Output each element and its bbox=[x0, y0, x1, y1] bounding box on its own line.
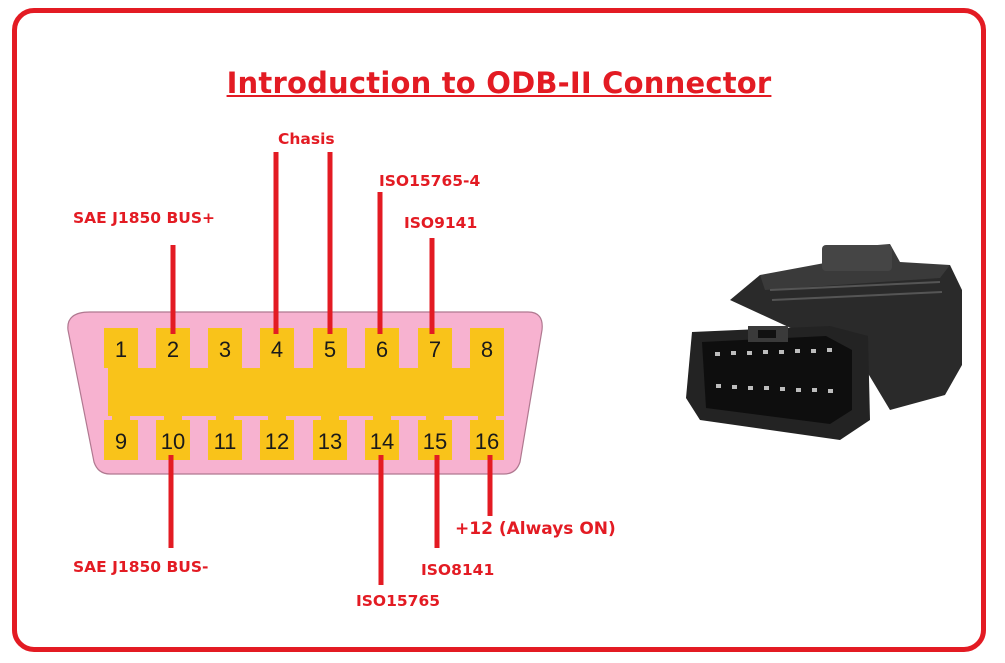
pin-pad-2 bbox=[156, 328, 190, 368]
pin-number-16: 16 bbox=[475, 429, 499, 454]
label-iso15765-4: ISO15765-4 bbox=[379, 172, 481, 190]
pin-neck-14 bbox=[373, 414, 391, 422]
pin-neck-10 bbox=[164, 414, 182, 422]
label-lines bbox=[168, 152, 493, 585]
pin-number-13: 13 bbox=[318, 429, 342, 454]
pin-neck-16 bbox=[478, 414, 496, 422]
pin-neck-13 bbox=[321, 414, 339, 422]
label-sae-j1850-bus-plus: SAE J1850 BUS+ bbox=[73, 209, 215, 227]
pin-number-9: 9 bbox=[115, 429, 127, 454]
pin-number-4: 4 bbox=[271, 337, 283, 362]
pin-number-6: 6 bbox=[376, 337, 388, 362]
pin-neck-9 bbox=[112, 414, 130, 422]
pin-pad-4 bbox=[260, 328, 294, 368]
label-iso8141: ISO8141 bbox=[421, 561, 495, 579]
pin-number-3: 3 bbox=[219, 337, 231, 362]
pin-pad-14 bbox=[365, 420, 399, 460]
pin-neck-2 bbox=[164, 366, 182, 374]
pin-pad-13 bbox=[313, 420, 347, 460]
label-plus12-always-on: +12 (Always ON) bbox=[455, 519, 616, 539]
pin-number-5: 5 bbox=[324, 337, 336, 362]
pin-neck-15 bbox=[426, 414, 444, 422]
label-iso15765: ISO15765 bbox=[356, 592, 441, 610]
pin-number-12: 12 bbox=[265, 429, 289, 454]
pin-neck-1 bbox=[112, 366, 130, 374]
pin-pad-15 bbox=[418, 420, 452, 460]
pin-number-1: 1 bbox=[115, 337, 127, 362]
pin-pad-16 bbox=[470, 420, 504, 460]
pin-pad-6 bbox=[365, 328, 399, 368]
pin-neck-11 bbox=[216, 414, 234, 422]
pin-neck-7 bbox=[426, 366, 444, 374]
label-iso9141: ISO9141 bbox=[404, 214, 478, 232]
pin-number-8: 8 bbox=[481, 337, 493, 362]
pin-number-7: 7 bbox=[429, 337, 441, 362]
pin-number-15: 15 bbox=[423, 429, 447, 454]
pin-number-10: 10 bbox=[161, 429, 185, 454]
pin-pad-7 bbox=[418, 328, 452, 368]
pin-number-14: 14 bbox=[370, 429, 394, 454]
pin-pad-5 bbox=[313, 328, 347, 368]
pin-neck-12 bbox=[268, 414, 286, 422]
pin-pad-12 bbox=[260, 420, 294, 460]
obd-plug-image bbox=[686, 244, 962, 440]
pin-pad-3 bbox=[208, 328, 242, 368]
pin-number-2: 2 bbox=[167, 337, 179, 362]
page-title: Introduction to ODB-II Connector bbox=[226, 66, 772, 100]
pin-neck-8 bbox=[478, 366, 496, 374]
pin-neck-3 bbox=[216, 366, 234, 374]
pin-pad-11 bbox=[208, 420, 242, 460]
pin-pad-9 bbox=[104, 420, 138, 460]
pin-number-11: 11 bbox=[214, 429, 237, 454]
pin-bus bbox=[108, 368, 504, 416]
pin-pad-10 bbox=[156, 420, 190, 460]
pin-neck-4 bbox=[268, 366, 286, 374]
label-sae-j1850-bus-minus: SAE J1850 BUS- bbox=[73, 558, 209, 576]
label-chasis: Chasis bbox=[278, 130, 335, 148]
pin-pad-1 bbox=[104, 328, 138, 368]
pin-neck-5 bbox=[321, 366, 339, 374]
pin-neck-6 bbox=[373, 366, 391, 374]
pin-pad-8 bbox=[470, 328, 504, 368]
